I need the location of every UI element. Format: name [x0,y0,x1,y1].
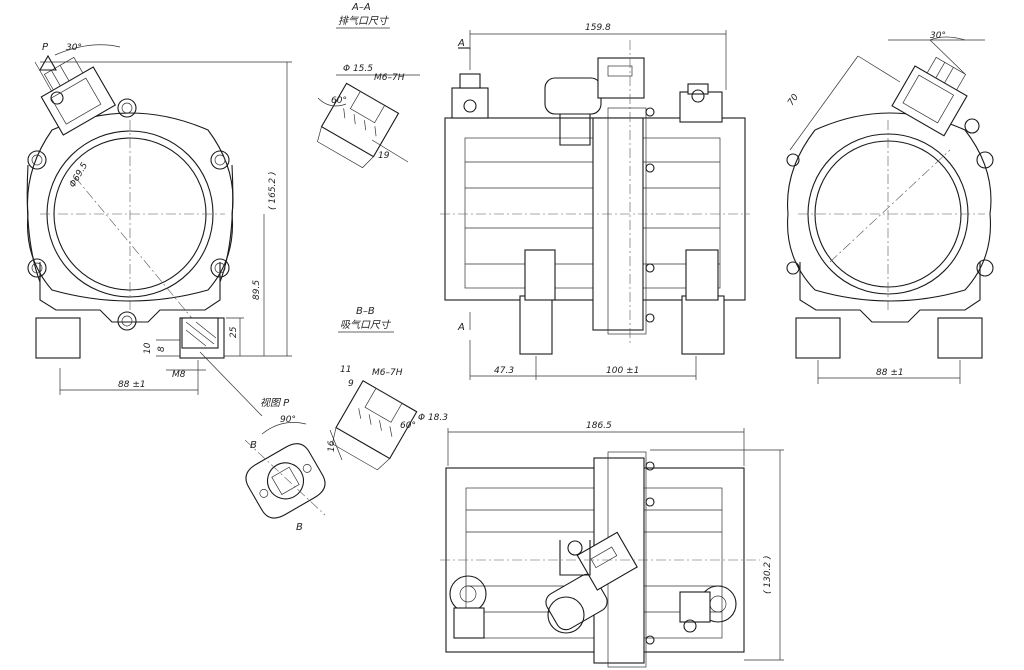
dim-m6-a: M6–7H [374,73,405,83]
left-end-view [26,56,234,359]
dim-186-5: 186.5 [586,421,612,431]
marker-p: P [42,42,49,53]
dim-phi-15-5: Φ 15.5 [343,64,373,74]
marker-b-top: B [250,440,257,451]
view-p: 视图 P 90° B B [199,351,326,533]
dim-159-8: 159.8 [585,23,611,33]
section-aa-title: A–A [351,2,371,13]
dim-88-left: 88 ±1 [118,380,146,390]
front-view-dimensions: 159.8 47.3 100 ±1 [469,23,727,380]
dim-16: 16 [327,440,337,452]
top-view [440,451,760,668]
section-bb-title: B–B [356,306,375,317]
dim-25: 25 [229,326,239,338]
marker-b-bottom: B [296,522,303,533]
right-end-view [786,56,994,359]
dim-m6-b: M6–7H [372,368,403,378]
dim-11: 11 [340,365,351,375]
section-aa-caption: 排气口尺寸 [338,15,390,27]
dim-8: 8 [157,346,167,352]
left-view-dimensions: 88 ±1 ( 165.2 ) 89.5 25 10 8 M8 Φ69.5 30… [34,42,292,395]
section-aa: A–A 排气口尺寸 Φ 15.5 M6–7H 60° 19 [317,2,420,169]
angle-90: 90° [280,415,296,425]
top-view-dimensions: 186.5 ( 130.2 ) [447,421,784,661]
section-bb-caption: 吸气口尺寸 [340,319,392,331]
angle-30-left: 30° [66,43,82,53]
dim-130-2: ( 130.2 ) [763,555,773,594]
section-bb: B–B 吸气口尺寸 M6–7H 11 9 Φ 18.3 60° 16 [327,306,448,471]
angle-30-right: 30° [930,31,946,41]
dim-89-5: 89.5 [252,280,262,300]
dim-phi-18-3: Φ 18.3 [418,413,448,423]
right-view-dimensions: 30° 70 88 ±1 [786,31,985,384]
angle-60-a: 60° [331,96,347,106]
dim-100: 100 ±1 [606,366,639,376]
marker-a-bottom: A [457,322,465,333]
dim-88-right: 88 ±1 [876,368,904,378]
dim-10: 10 [143,342,153,354]
dim-70: 70 [786,92,801,107]
angle-60-b: 60° [400,421,416,431]
dim-165-2: ( 165.2 ) [268,171,278,210]
dim-19: 19 [378,151,390,161]
front-view: A A [440,38,750,355]
dim-m8: M8 [172,370,186,380]
marker-a-top: A [457,38,465,49]
dim-47-3: 47.3 [494,366,514,376]
view-p-label: 视图 P [260,397,290,409]
dim-9: 9 [348,379,354,389]
